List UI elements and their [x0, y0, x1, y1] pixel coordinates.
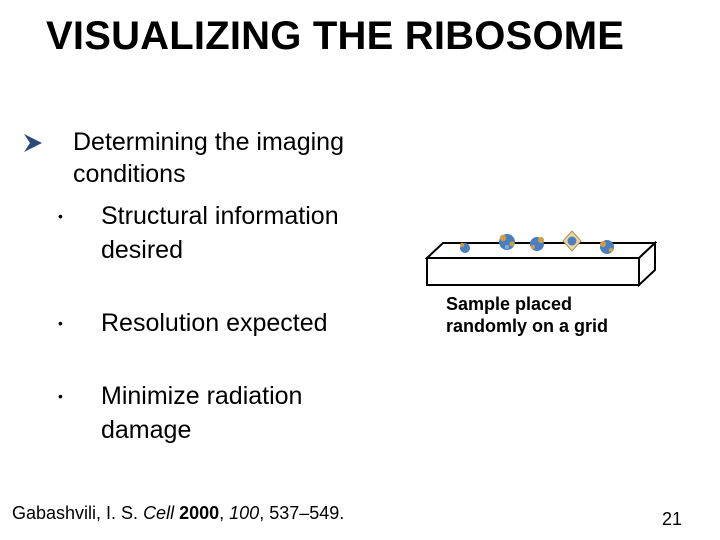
ribosome-particle-icon — [600, 240, 614, 254]
ribosome-particle-icon — [562, 230, 582, 252]
citation-authors: Gabashvili, I. S. — [12, 503, 144, 523]
sample-grid-illustration — [425, 230, 657, 288]
main-bullet-text: Determining the imaging conditions — [73, 128, 344, 188]
sub-bullet-text: Minimize radiation damage — [101, 382, 303, 444]
sub-bullet-radiation: • Minimize radiation damage — [58, 379, 398, 447]
bullet-dot-icon: • — [58, 388, 63, 404]
arrow-bullet-icon — [24, 134, 42, 152]
ribosome-particle-icon — [499, 234, 515, 250]
figure-caption-line: randomly on a grid — [446, 316, 609, 336]
ribosome-particle-icon — [459, 242, 470, 253]
grid-slab — [425, 240, 657, 288]
sub-bullet-resolution: • Resolution expected — [58, 306, 398, 340]
citation-journal: Cell — [143, 503, 175, 523]
citation-volume: 100 — [229, 503, 260, 523]
figure-caption: Sample placed randomly on a grid — [446, 293, 608, 337]
slide-title: VISUALIZING THE RIBOSOME — [46, 14, 625, 58]
citation-separator: , — [219, 503, 230, 523]
figure-caption-line: Sample placed — [446, 294, 573, 314]
bullet-dot-icon: • — [58, 315, 63, 331]
page-number: 21 — [662, 509, 683, 529]
citation: Gabashvili, I. S. Cell 2000, 100, 537–54… — [12, 503, 344, 524]
main-bullet: Determining the imaging conditions — [22, 126, 402, 190]
sub-bullet-text: Resolution expected — [101, 309, 328, 337]
citation-pages: , 537–549. — [259, 503, 345, 523]
sub-bullet-structural: • Structural information desired — [58, 199, 398, 267]
sub-bullet-text: Structural information desired — [101, 202, 339, 264]
citation-year: 2000 — [174, 503, 220, 523]
bullet-dot-icon: • — [58, 208, 63, 224]
ribosome-particle-icon — [530, 237, 544, 251]
